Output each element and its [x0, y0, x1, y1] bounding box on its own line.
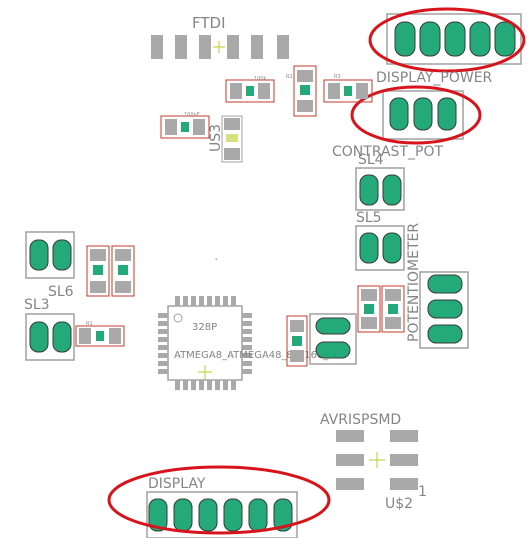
- chip-pins-left: [158, 313, 168, 374]
- us3-label: US3: [208, 124, 224, 152]
- c1-label: 100nF: [184, 112, 200, 118]
- smd-part-r9[interactable]: [286, 315, 308, 367]
- contrast-pot-connector[interactable]: CONTRAST_POT: [332, 85, 482, 160]
- smd-part-r8[interactable]: R1: [75, 321, 125, 347]
- smd-part-r1[interactable]: 100k: [225, 76, 275, 103]
- smd-part-r4[interactable]: [357, 285, 381, 333]
- display-power-label: DISPLAY_POWER: [376, 70, 493, 86]
- sl4-label: SL4: [358, 152, 384, 168]
- contrast-pot-highlight: [350, 85, 482, 145]
- avrisp-label: AVRISPSMD: [320, 412, 401, 428]
- contrast-pot-label: CONTRAST_POT: [332, 144, 443, 160]
- chip-pins-right: [242, 313, 252, 374]
- chip-name-label: 328P: [192, 322, 217, 333]
- smd-part-r2[interactable]: R2: [286, 65, 317, 117]
- r3-label: R2: [286, 74, 293, 80]
- jumper-sl-small[interactable]: [309, 313, 357, 365]
- us3-component[interactable]: US3: [208, 115, 243, 163]
- chip-pins-bottom: [175, 380, 236, 390]
- atmega-chip[interactable]: 328P ATMEGA8_ATMEGA48_88_168_328: [158, 296, 347, 390]
- display-power-connector[interactable]: DISPLAY_POWER: [368, 7, 526, 86]
- smd-part-c1[interactable]: 100nF: [160, 112, 210, 139]
- potentiometer-label: POTENTIOMETER: [406, 223, 422, 342]
- sl6-connector[interactable]: SL6: [25, 231, 75, 300]
- smd-part-r3[interactable]: R3: [323, 74, 373, 103]
- sl5-label: SL5: [356, 210, 382, 226]
- display-connector[interactable]: DISPLAY: [107, 465, 331, 538]
- potentiometer[interactable]: POTENTIOMETER: [406, 223, 469, 349]
- sl3-label: SL3: [24, 297, 50, 313]
- avrisp-header[interactable]: AVRISPSMD U$2 1: [320, 412, 427, 512]
- us2-label: U$2: [385, 496, 413, 512]
- smd-part-r6[interactable]: [86, 245, 110, 297]
- r4-label: R3: [334, 74, 341, 80]
- sl4-connector[interactable]: SL4: [355, 152, 405, 211]
- smd-part-r7[interactable]: [111, 245, 135, 297]
- sl6-label: SL6: [48, 284, 74, 300]
- display-power-pads: [394, 21, 516, 57]
- ftdi-label: FTDI: [192, 14, 226, 32]
- display-highlight: [107, 465, 331, 535]
- ftdi-header[interactable]: FTDI: [151, 14, 289, 59]
- display-power-highlight: [368, 7, 526, 73]
- chip-value-label: ATMEGA8_ATMEGA48_88_168_328: [174, 350, 347, 361]
- center-marker: *: [215, 258, 218, 264]
- chip-pins-top: [175, 296, 236, 306]
- r8-label: R1: [86, 321, 93, 327]
- smd-part-r5[interactable]: [381, 285, 405, 333]
- pin1-label: 1: [418, 484, 427, 500]
- r1-label: 100k: [254, 76, 267, 82]
- sl5-connector[interactable]: SL5: [355, 210, 405, 271]
- display-label: DISPLAY: [148, 476, 206, 492]
- sl3-connector[interactable]: SL3: [24, 297, 75, 361]
